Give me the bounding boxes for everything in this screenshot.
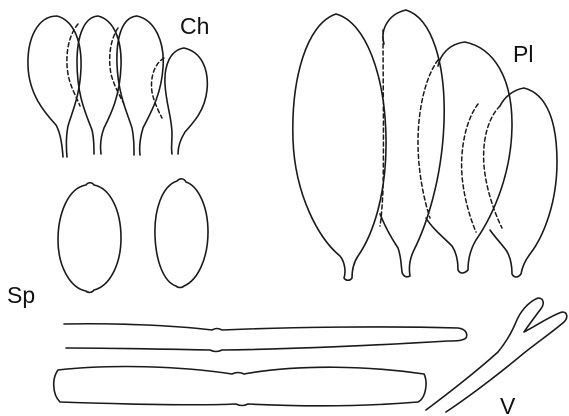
pleurocystidium-1 [293, 14, 386, 280]
pleurocystidium-2-hidden-edge [418, 60, 438, 218]
pleurocystidia-group: Pl [293, 10, 557, 280]
pleurocystidia-label: Pl [513, 41, 533, 67]
cheilocystidium-4 [165, 48, 207, 154]
cheilocystidium-4-hidden-edge [152, 58, 165, 118]
cheilocystidium-1 [28, 16, 81, 157]
branched-hypha-group: V [426, 298, 567, 416]
pleurocystidium-3-hidden-edge [462, 104, 478, 232]
pleurocystidium-4 [490, 88, 557, 277]
branched-hypha [426, 298, 567, 412]
spore-1 [58, 183, 121, 293]
cheilocystidia-group: Ch [28, 13, 209, 157]
pleurocystidium-2 [380, 10, 444, 277]
cheilocystidia-label: Ch [180, 13, 209, 39]
spores-label: Sp [7, 282, 35, 308]
pleurocystidium-3 [426, 42, 512, 273]
hypha-upper [64, 324, 467, 352]
hyphae-label: V [500, 393, 516, 416]
spore-2 [155, 179, 208, 288]
hyphae-group [54, 324, 467, 406]
spores-group: Sp [7, 179, 208, 308]
hypha-lower [54, 367, 426, 406]
cheilocystidium-3 [117, 16, 163, 155]
